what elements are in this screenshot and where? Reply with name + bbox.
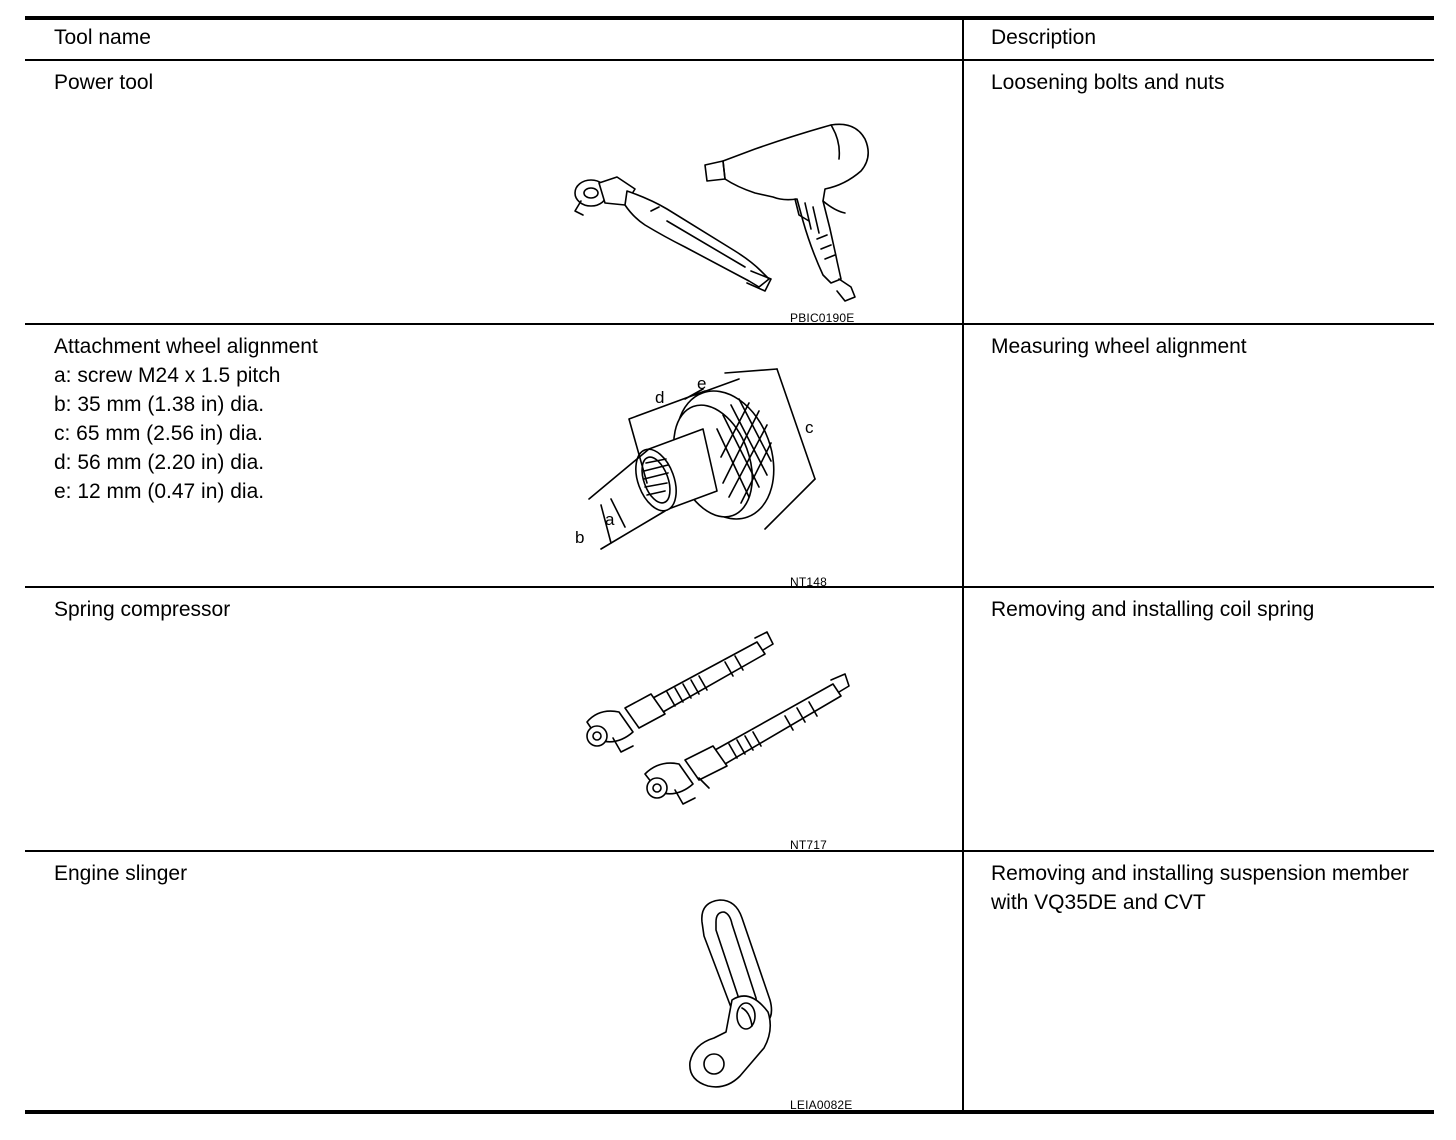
tool-description: Loosening bolts and nuts <box>991 71 1225 94</box>
impact-wrench-icon <box>704 123 869 302</box>
table-row: Power tool Loosening bolts and nuts <box>25 61 1434 325</box>
power-tool-illustration <box>574 123 869 302</box>
compressor-rod-lower <box>644 673 850 805</box>
row-divider <box>25 323 1434 325</box>
dimension-label-a: a <box>605 510 615 529</box>
knurl-pattern <box>716 398 772 504</box>
table-bottom-rule <box>25 1110 1434 1114</box>
spring-compressor-illustration <box>586 631 850 805</box>
spec-b: b: 35 mm (1.38 in) dia. <box>54 393 265 416</box>
dimension-lines <box>588 368 816 550</box>
tool-name-block: Attachment wheel alignment a: screw M24 … <box>54 332 318 506</box>
compressor-rod-upper <box>586 631 774 753</box>
spec-c: c: 65 mm (2.56 in) dia. <box>54 422 263 445</box>
dimension-label-d: d <box>655 388 664 407</box>
column-divider <box>962 16 964 1114</box>
image-code: NT717 <box>790 838 828 852</box>
spec-a: a: screw M24 x 1.5 pitch <box>54 364 281 387</box>
engine-slinger-icon <box>689 899 773 1088</box>
table-row: Engine slinger Removing and installing s… <box>25 852 1434 1112</box>
wheel-alignment-attachment-illustration: b a d e c <box>575 368 816 550</box>
header-description: Description <box>991 26 1097 49</box>
table-top-rule <box>25 16 1434 20</box>
header-tool-name: Tool name <box>54 26 151 49</box>
engine-slinger-illustration <box>689 899 773 1088</box>
header-rule <box>25 59 1434 61</box>
image-code: NT148 <box>790 575 828 589</box>
tool-description: Removing and installing suspension membe… <box>991 862 1409 914</box>
tool-name: Power tool <box>54 71 154 94</box>
dimension-label-c: c <box>805 418 814 437</box>
ratchet-wrench-icon <box>574 176 772 292</box>
tool-description: Removing and installing coil spring <box>991 598 1315 621</box>
table-row: Attachment wheel alignment a: screw M24 … <box>25 325 1434 589</box>
tool-name: Engine slinger <box>54 862 188 885</box>
row-divider <box>25 850 1434 852</box>
row-divider <box>25 586 1434 588</box>
tool-description: Measuring wheel alignment <box>991 335 1247 358</box>
image-code: PBIC0190E <box>790 311 855 325</box>
thread-lines <box>643 458 669 496</box>
tool-name: Attachment wheel alignment <box>54 335 318 358</box>
dimension-label-b: b <box>575 528 584 547</box>
table-row: Spring compressor Removing and installin… <box>25 588 1434 852</box>
tool-name: Spring compressor <box>54 598 231 621</box>
dimension-label-e: e <box>697 374 706 393</box>
image-code: LEIA0082E <box>790 1098 853 1112</box>
spec-d: d: 56 mm (2.20 in) dia. <box>54 451 265 474</box>
spec-e: e: 12 mm (0.47 in) dia. <box>54 480 265 503</box>
